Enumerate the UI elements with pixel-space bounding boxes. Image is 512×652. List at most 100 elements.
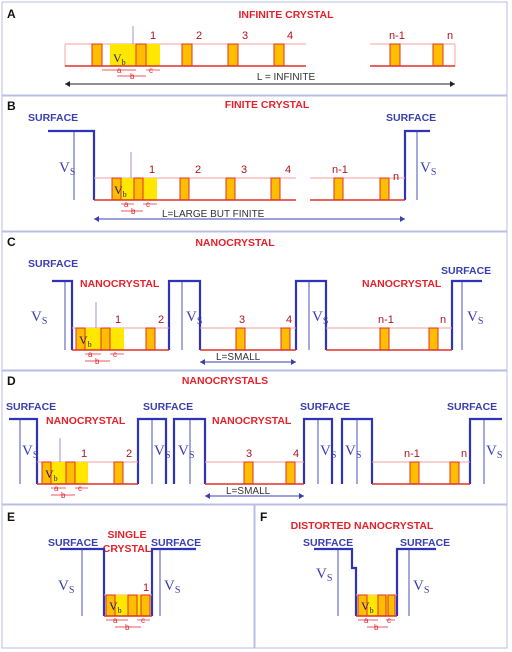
svg-text:c: c [78, 484, 82, 493]
panel-a: A INFINITE CRYSTAL Vb 1 2 3 4 n-1 n a b [1, 1, 508, 96]
panel-f-barrier [387, 594, 396, 617]
panel-b-title: FINITE CRYSTAL [225, 99, 310, 111]
panel-d-surface-2: SURFACE [143, 401, 193, 413]
panel-d-title: NANOCRYSTALS [182, 375, 268, 387]
panel-b-border [1, 95, 508, 232]
panel-b-barrier [133, 177, 144, 201]
panel-c-surface-left: SURFACE [28, 258, 78, 270]
panel-a-dimensions: a b c [102, 66, 160, 81]
panel-b-surface-right: SURFACE [386, 112, 436, 124]
panel-a-barrier [91, 43, 103, 67]
panel-d-barrier [409, 461, 420, 485]
panel-c-index-4: 4 [286, 314, 292, 326]
panel-c-index-3: 3 [239, 314, 245, 326]
panel-f-letter: F [260, 510, 267, 524]
panel-b-letter: B [7, 99, 16, 113]
panel-d-vs-5: VS [345, 443, 361, 461]
panel-e-left-surface-wall [60, 547, 106, 616]
panel-a-vb-label: Vb [113, 51, 126, 67]
panel-e-dimensions: a b c [106, 616, 150, 632]
panel-c-left-surface-wall [52, 279, 74, 350]
panel-c-border [1, 231, 508, 371]
panel-e-barrier [127, 594, 138, 617]
panel-d-vs-3: VS [178, 443, 194, 461]
panel-d-nanocrystal-1: NANOCRYSTAL [46, 415, 126, 427]
panel-d-surface-3: SURFACE [300, 401, 350, 413]
panel-b-barrier [270, 177, 281, 201]
panel-f-vs-right: VS [413, 578, 429, 596]
panel-e: E SINGLE CRYSTAL SURFACE SURFACE VS VS V… [1, 504, 255, 649]
panel-c-nanocrystal-left: NANOCRYSTAL [80, 278, 160, 290]
panel-d-barrier [243, 461, 254, 485]
panel-e-surface-left: SURFACE [48, 537, 98, 549]
panel-d-unit-cell [42, 462, 88, 484]
panel-c-index-1: 1 [115, 314, 121, 326]
svg-text:a: a [364, 616, 369, 625]
panel-c-title: NANOCRYSTAL [195, 237, 275, 249]
panel-c-vs-3: VS [312, 309, 328, 327]
panel-d-index-2: 2 [126, 448, 132, 460]
panel-d-nanocrystal-2: NANOCRYSTAL [212, 415, 292, 427]
svg-text:b: b [374, 623, 379, 632]
panel-f-vb-label: Vb [361, 599, 374, 615]
panel-c-barrier [100, 327, 111, 351]
panel-c-barrier [280, 327, 291, 351]
panel-e-index-1: 1 [143, 582, 149, 594]
panel-e-border [1, 504, 255, 649]
panel-b-vs-left: VS [59, 160, 75, 178]
panel-f-dimensions: a b c [358, 616, 395, 632]
panel-d-barrier [285, 461, 296, 485]
panel-b-barrier [333, 177, 344, 201]
panel-d-vs-1: VS [22, 443, 38, 461]
panel-d-vs-6: VS [486, 443, 502, 461]
panel-c-length: L=SMALL [216, 352, 261, 363]
panel-a-title: INFINITE CRYSTAL [238, 9, 334, 21]
svg-text:c: c [146, 200, 150, 209]
panel-b-barrier [225, 177, 236, 201]
svg-text:b: b [125, 623, 130, 632]
panel-c-middle-wall-1 [167, 279, 202, 350]
panel-e-letter: E [7, 510, 15, 524]
panel-a-barrier [432, 43, 444, 67]
panel-d-length: L=SMALL [226, 486, 271, 497]
panel-c-index-n-1: n-1 [378, 314, 394, 326]
svg-text:c: c [387, 616, 391, 625]
panel-d-vb-label: Vb [45, 467, 58, 483]
panel-e-vb-label: Vb [109, 599, 122, 615]
panel-d-index-4: 4 [293, 448, 299, 460]
panel-a-length: L = INFINITE [257, 72, 316, 83]
svg-text:c: c [149, 66, 153, 75]
panel-d-index-1: 1 [81, 448, 87, 460]
panel-c-vs-4: VS [467, 309, 483, 327]
panel-a-barrier [389, 43, 401, 67]
panel-b-barrier [179, 177, 190, 201]
panel-a-barrier [135, 43, 147, 67]
panel-c-right-surface-wall [450, 279, 482, 350]
panel-b-index-3: 3 [241, 164, 247, 176]
svg-text:b: b [130, 72, 135, 81]
panel-b-left-surface-wall [48, 129, 96, 200]
panel-c-barrier [145, 327, 156, 351]
panel-d-dimensions: a b c [51, 484, 88, 500]
panel-f-surface-left: SURFACE [303, 537, 353, 549]
svg-text:a: a [113, 616, 118, 625]
panel-c-vs-2: VS [186, 309, 202, 327]
panel-c-barrier [235, 327, 246, 351]
panel-b: B FINITE CRYSTAL SURFACE SURFACE VS VS V… [1, 95, 508, 232]
panel-d-barrier [113, 461, 124, 485]
panel-b-index-1: 1 [149, 164, 155, 176]
panel-f: F DISTORTED NANOCRYSTAL SURFACE SURFACE … [254, 504, 508, 649]
panel-c-barrier [379, 327, 390, 351]
panel-a-border [1, 1, 508, 96]
panel-c-vb-label: Vb [79, 333, 92, 349]
panel-b-dimensions: a b c [121, 200, 157, 216]
panel-a-index-4: 4 [287, 30, 293, 42]
panel-b-barrier [379, 177, 390, 201]
panel-b-right-surface-wall [403, 129, 430, 200]
panel-d-index-3: 3 [246, 448, 252, 460]
panel-b-index-4: 4 [285, 164, 291, 176]
panel-d-surface-4: SURFACE [447, 401, 497, 413]
svg-text:a: a [54, 484, 59, 493]
svg-text:c: c [141, 616, 145, 625]
panel-b-surface-left: SURFACE [28, 112, 78, 124]
